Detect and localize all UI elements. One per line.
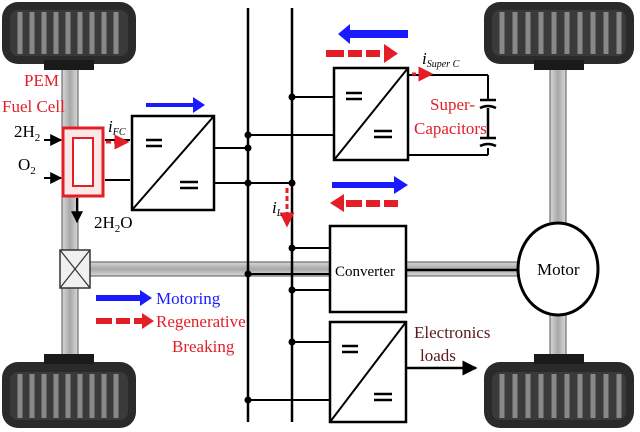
wheel-bottom-right	[484, 354, 634, 428]
motor	[516, 221, 600, 317]
i-supercap-label: iSuper C	[422, 49, 460, 70]
supercap-motoring-arrow	[338, 24, 408, 44]
water-output-label: 2H2O	[94, 213, 133, 235]
motor-regen-arrow	[330, 194, 398, 212]
motor-motoring-arrow	[332, 176, 408, 194]
fc-motoring-arrow	[146, 97, 205, 113]
supercap-dcdc-converter	[332, 66, 410, 162]
electronics-label-line2: loads	[420, 346, 456, 365]
supercap-regen-arrow	[326, 44, 398, 63]
left-axle	[61, 39, 79, 391]
wheel-top-left	[2, 2, 136, 70]
wheel-bottom-left	[2, 354, 136, 428]
legend-regen-label-line1: Regenerative	[156, 312, 246, 331]
pem-label-line2: Fuel Cell	[2, 97, 65, 116]
motor-label: Motor	[537, 260, 580, 279]
i-fc-label: iFC	[108, 117, 126, 138]
converter-label: Converter	[335, 264, 395, 280]
o2-input-label: O2	[18, 155, 36, 177]
legend-motoring-arrow	[96, 290, 152, 306]
supercapacitors	[479, 98, 497, 148]
h2-input-label: 2H2	[14, 122, 40, 144]
legend-regen-arrow	[96, 313, 154, 329]
supercap-label-line1: Super-	[430, 95, 475, 114]
legend-regen-label-line2: Breaking	[172, 337, 235, 356]
supercap-label-line2: Capacitors	[414, 119, 487, 138]
loads-dcdc-converter	[328, 320, 408, 424]
differential	[59, 249, 91, 289]
right-axle	[549, 39, 567, 391]
legend-motoring-label: Motoring	[156, 289, 221, 308]
dc-bus	[246, 8, 294, 422]
wheels	[2, 2, 634, 428]
pem-fuel-cell	[61, 126, 105, 198]
fc-dcdc-converter	[130, 114, 216, 212]
electronics-label-line1: Electronics	[414, 323, 490, 342]
i-l-label: iL	[272, 198, 283, 219]
wheel-top-right	[484, 2, 634, 70]
pem-label-line1: PEM	[24, 71, 59, 90]
